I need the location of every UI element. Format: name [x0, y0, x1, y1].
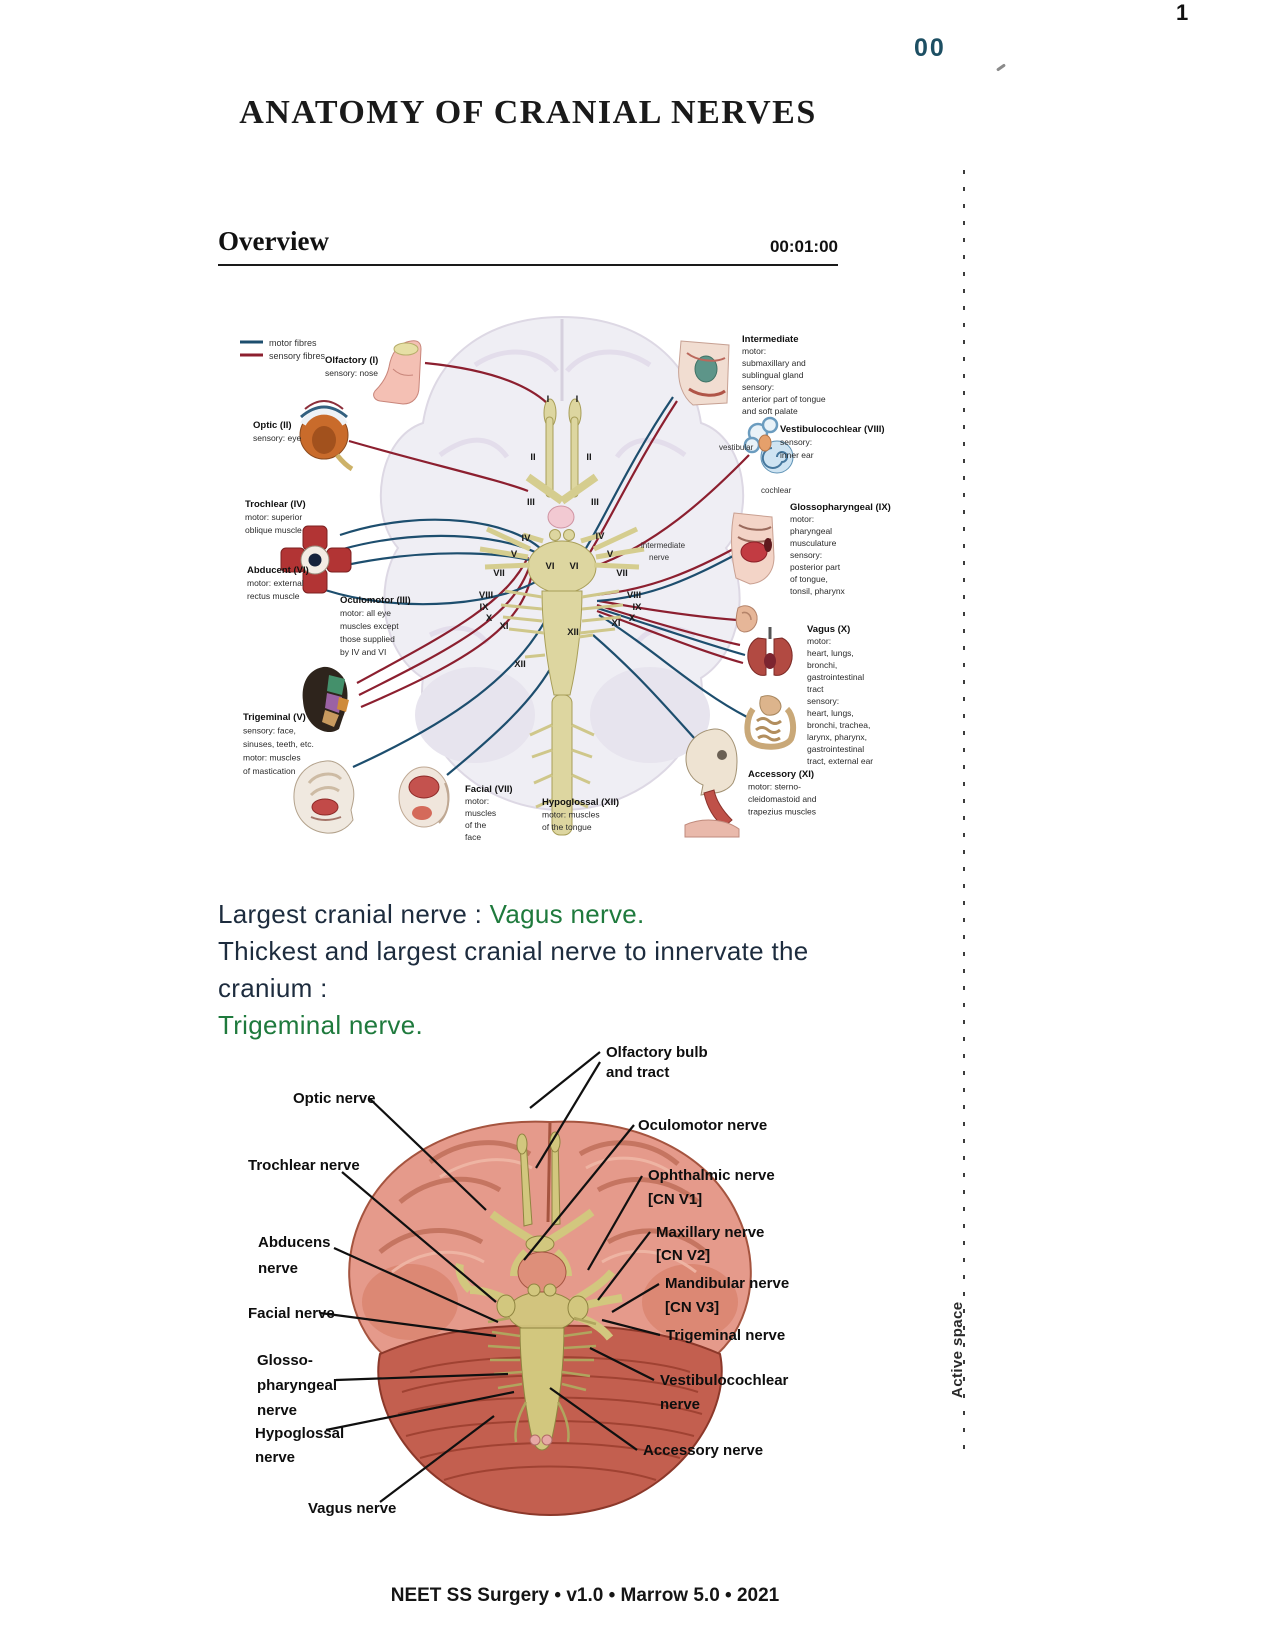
note-text: Largest cranial nerve : [218, 899, 490, 929]
intestines-icon [744, 695, 797, 750]
svg-text:I: I [547, 394, 550, 405]
intermediate-nerve-sublabel: nerve [649, 553, 670, 562]
svg-text:VII: VII [616, 568, 628, 579]
svg-text:VII: VII [493, 568, 505, 579]
nerve-label: Maxillary nerve[CN V2] [656, 1224, 764, 1264]
eye-muscles-icon [280, 525, 352, 594]
active-space-label: Active space [949, 1301, 966, 1398]
svg-text:IX: IX [480, 602, 490, 613]
nasal-cavity-icon [678, 340, 730, 406]
heart-lungs-icon [747, 627, 793, 676]
eye-icon [299, 400, 354, 472]
note-line: Largest cranial nerve : Vagus nerve. [218, 896, 868, 933]
nerve-label: Facial nerve [248, 1305, 335, 1322]
nerve-label: Accessory nerve [643, 1442, 763, 1459]
nerve-label: Vestibulocochlear (VIII)sensory:inner ea… [780, 424, 885, 460]
svg-text:X: X [629, 613, 636, 624]
nerve-label: Optic (II)sensory: eye [253, 420, 301, 443]
nose-icon [373, 340, 422, 405]
nerve-labels-left: Olfactory (I)sensory: nose Optic (II)sen… [243, 355, 619, 842]
section-header: Overview 00:01:00 [218, 226, 838, 266]
leader-lines [319, 1051, 661, 1503]
brainstem-inferior-illustration [455, 1131, 623, 1451]
page-number: 1 [1176, 0, 1189, 25]
legend-motor-label: motor fibres [269, 338, 317, 348]
vestibular-sublabel: vestibular [719, 443, 754, 452]
svg-text:VIII: VIII [479, 590, 493, 601]
svg-text:II: II [530, 452, 535, 463]
svg-text:V: V [511, 549, 518, 560]
svg-text:VI: VI [546, 561, 555, 572]
nerve-label: Oculomotor nerve [638, 1117, 767, 1134]
nerve-label: Trigeminal nerve [666, 1327, 785, 1344]
brainstem-illustration [479, 398, 645, 836]
svg-text:IV: IV [596, 531, 606, 542]
face-map-icon [302, 666, 349, 733]
note-line: Thickest and largest cranial nerve to in… [218, 936, 809, 1003]
nerve-label: Mandibular nerve[CN V3] [665, 1275, 789, 1316]
page-footer: NEET SS Surgery • v1.0 • Marrow 5.0 • 20… [390, 1585, 780, 1606]
section-heading: Overview [218, 226, 329, 256]
ear-icon [735, 605, 758, 633]
skull-sagittal-icon [293, 760, 355, 834]
nerve-label: Olfactory (I)sensory: nose [325, 355, 378, 378]
svg-text:IX: IX [633, 602, 643, 613]
page-title: ANATOMY OF CRANIAL NERVES [239, 94, 817, 131]
nerve-label: Accessory (XI)motor: sterno-cleidomastoi… [748, 769, 817, 817]
svg-text:I: I [576, 394, 579, 405]
intermediate-nerve-sublabel: intermediate [641, 541, 686, 550]
head-sagittal-icon [398, 766, 450, 828]
motor-fibre-lines [324, 396, 748, 776]
pen-tick-mark [996, 63, 1006, 72]
chapter-code: 00 [914, 34, 946, 62]
svg-text:VI: VI [570, 561, 579, 572]
margin-dashed-rule [963, 170, 965, 1455]
note-highlight: Vagus nerve. [489, 899, 645, 929]
nerve-label: Ophthalmic nerve[CN V1] [648, 1167, 775, 1208]
cochlear-sublabel: cochlear [761, 486, 792, 495]
nerve-label: Vagus (X)motor:heart, lungs,bronchi,gast… [807, 624, 873, 766]
svg-text:XII: XII [567, 627, 579, 638]
skull-neck-icon [684, 728, 740, 838]
svg-text:IV: IV [522, 533, 532, 544]
svg-text:III: III [527, 497, 535, 508]
svg-text:VIII: VIII [627, 590, 641, 601]
inner-ear-icon [743, 416, 794, 474]
video-timestamp: 00:01:00 [769, 237, 838, 256]
pharynx-icon [731, 512, 775, 585]
svg-text:XI: XI [612, 618, 621, 629]
legend-sensory-label: sensory fibres [269, 351, 326, 361]
svg-text:XII: XII [514, 659, 526, 670]
svg-text:V: V [607, 549, 614, 560]
nerve-label: Optic nerve [293, 1090, 376, 1107]
note-highlight: Trigeminal nerve. [218, 1010, 423, 1040]
figure-legend: motor fibres sensory fibres [240, 338, 326, 361]
handwritten-notes: Largest cranial nerve : Vagus nerve. Thi… [218, 896, 868, 1044]
svg-text:III: III [591, 497, 599, 508]
svg-text:II: II [586, 452, 591, 463]
nerve-label: Vagus nerve [308, 1500, 396, 1517]
nerve-label: Trigeminal (V)sensory: face,sinuses, tee… [243, 712, 314, 776]
nerve-label: Trochlear nerve [248, 1157, 360, 1174]
svg-text:X: X [486, 613, 493, 624]
svg-text:XI: XI [500, 621, 509, 632]
